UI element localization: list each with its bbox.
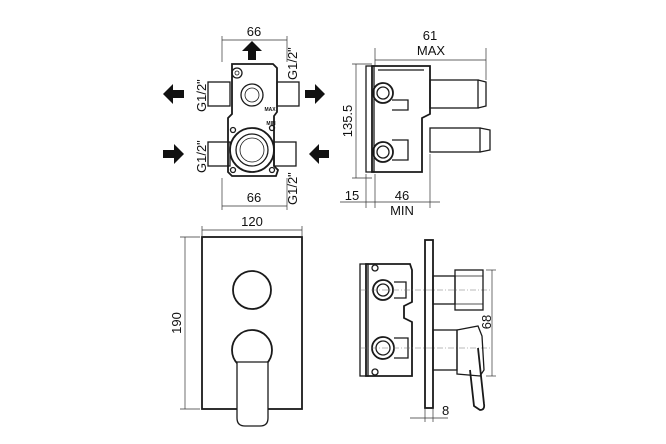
- dim-height: 135.5: [340, 63, 372, 179]
- dim-label-handle-projection: 68: [479, 315, 494, 329]
- assembly-side-view: 68 8: [359, 239, 496, 422]
- label-top-connection: G1/2": [285, 47, 300, 80]
- arrow-up-icon: [242, 41, 262, 60]
- body-side-view: 61 MAX 135.5 15: [340, 28, 491, 218]
- label-lower-left-connection: G1/2": [194, 140, 209, 173]
- dim-depth-min: 15 46 MIN: [340, 154, 440, 218]
- dim-label-top-width: 66: [247, 24, 261, 39]
- dim-label-plate-thickness: 8: [442, 403, 449, 418]
- dim-plate-height: 190: [169, 236, 200, 410]
- arrow-left-outlet-icon: [163, 84, 184, 104]
- label-bottom-connection: G1/2": [285, 172, 300, 205]
- dim-label-plate-width: 120: [241, 214, 263, 229]
- trim-plate-front-view: 120 190: [169, 214, 303, 427]
- dim-label-min: MIN: [390, 203, 414, 218]
- dim-label-offset: 15: [345, 188, 359, 203]
- label-upper-left-connection: G1/2": [194, 79, 209, 112]
- body-front-view: 66 MAX MIN G1/2" G1/2" G1/2" G1/2: [163, 24, 329, 210]
- dim-handle-projection: 68: [479, 269, 496, 377]
- dim-plate-width: 120: [201, 214, 303, 236]
- dim-label-depth-min: 46: [395, 188, 409, 203]
- arrow-right-outlet-icon: [305, 84, 325, 104]
- dim-label-max: MAX: [417, 43, 446, 58]
- dim-bottom-width: 66: [221, 178, 288, 210]
- dim-depth-max: 61 MAX: [374, 28, 487, 80]
- dim-label-plate-height: 190: [169, 312, 184, 334]
- arrow-right-inlet-icon: [309, 144, 329, 164]
- valve-body-outline: [227, 63, 280, 177]
- body-mark-min: MIN: [266, 121, 276, 127]
- dim-plate-thickness: 8: [410, 403, 449, 422]
- arrow-left-inlet-icon: [163, 144, 184, 164]
- dim-label-depth-max: 61: [423, 28, 437, 43]
- dim-top-width: 66: [221, 24, 288, 62]
- dim-label-height: 135.5: [340, 105, 355, 138]
- dim-label-bottom-width: 66: [247, 190, 261, 205]
- body-mark-max: MAX: [264, 107, 276, 113]
